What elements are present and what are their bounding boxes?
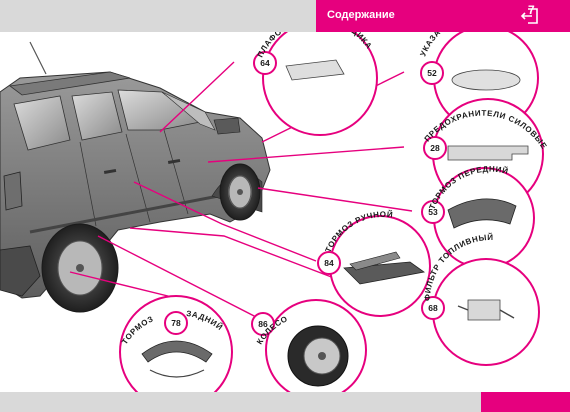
callout-koleso[interactable]: 86 КОЛЕСО [251,299,367,392]
turn-signal-image [451,69,521,91]
top-bar-gray [0,0,316,32]
table-of-contents-link[interactable]: Содержание [327,9,395,21]
callout-plafon[interactable]: 64 ПЛАФОН ВЕЩЕВОГО ЯЩИКА [253,32,378,136]
bottom-bar-gray [0,392,481,412]
page-number: 7 [528,3,535,17]
page-ref-ukazatel: 52 [427,68,437,78]
rear-wheel [41,223,119,313]
page-ref-koleso: 86 [258,319,268,329]
fuel-filter-image [467,299,501,321]
power-fuses-image [447,145,529,161]
page-ref-tormoz-ruchnoy: 84 [324,258,334,268]
glovebox-light-image [285,59,345,81]
bottom-bar [0,392,570,412]
callout-tormoz-ruchnoy[interactable]: 84 ТОРМОЗ РУЧНОЙ [317,210,431,317]
front-brake-pads-image [447,198,517,229]
antenna [29,41,47,75]
page-ref-tormoz-zadniy: 78 [171,318,181,328]
page-ref-predohraniteli: 28 [430,143,440,153]
page-ref-plafon: 64 [260,58,270,68]
rear-brake-shoes-image [141,340,213,363]
page-ref-tormoz-peredniy: 53 [428,207,438,217]
car-illustration: 64 ПЛАФОН ВЕЩЕВОГО ЯЩИКА 52 УКАЗАТЕЛЬ ПО… [0,32,548,392]
front-wheel [219,163,261,221]
page-ref-filtr: 68 [428,303,438,313]
top-bar: Содержание [0,0,570,32]
bottom-bar-accent [481,392,570,412]
back-arrow-icon[interactable] [520,6,540,26]
callout-tormoz-zadniy[interactable]: 78 ТОРМОЗ ЗАДНИЙ [119,295,233,392]
